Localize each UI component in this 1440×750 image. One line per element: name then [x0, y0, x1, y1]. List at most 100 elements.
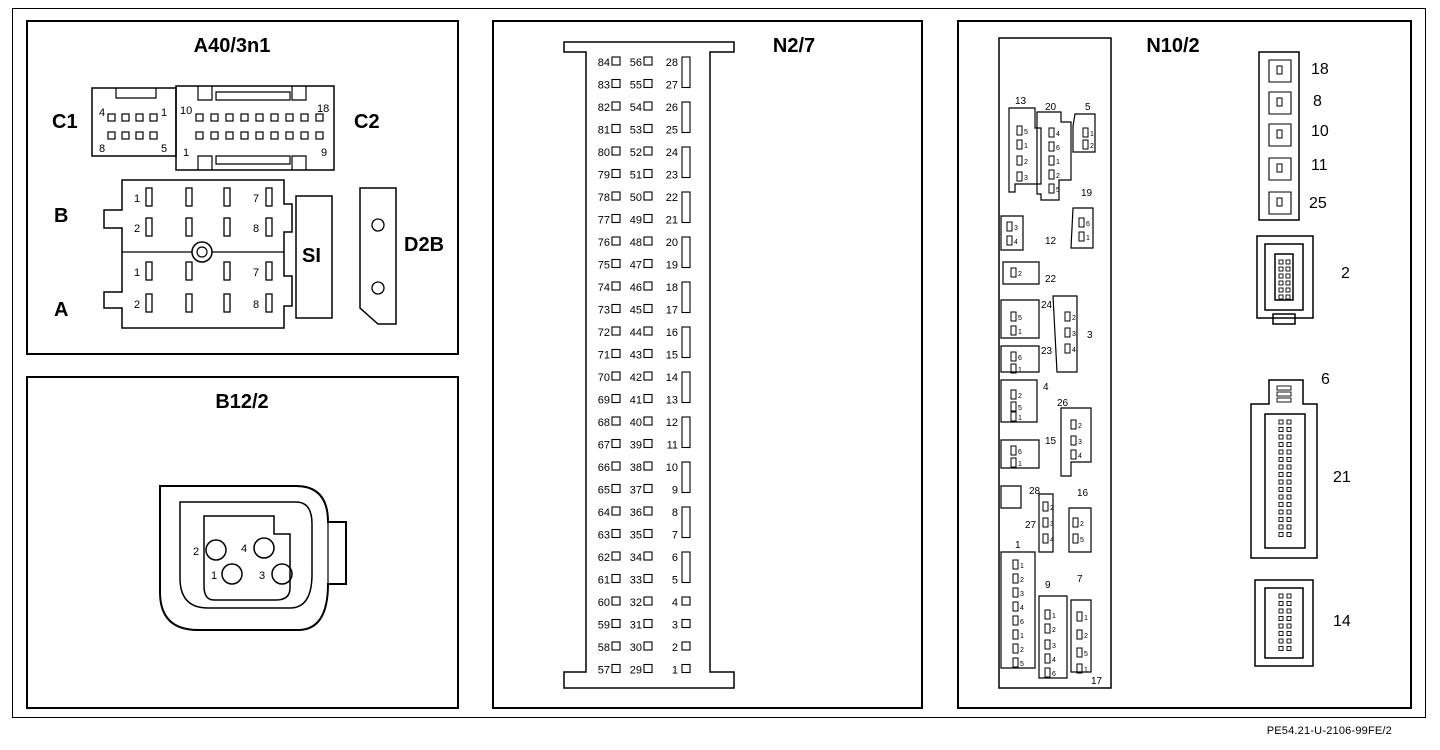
- n102-label-16: 16: [1077, 488, 1089, 499]
- n102-grid-hole: [1276, 397, 1292, 403]
- n102-pin-number: 2: [1090, 143, 1094, 150]
- n102-grid-hole: [1278, 601, 1284, 606]
- n27-pin-hole: [611, 236, 621, 246]
- n27-pin-hole: [611, 506, 621, 516]
- n102-pin-slot: [1010, 457, 1017, 468]
- n27-pin-label: 84: [598, 57, 610, 69]
- n102-grid-hole: [1285, 259, 1291, 265]
- n27-pin-label: 75: [598, 260, 610, 272]
- n27-pin-label: 11: [667, 440, 678, 452]
- n102-pin-slot: [1070, 435, 1077, 446]
- n102-pin-slot: [1064, 327, 1071, 338]
- n27-pin-label: 21: [666, 215, 678, 227]
- n27-pin-label: 55: [630, 80, 642, 92]
- n27-pin-hole: [643, 551, 653, 561]
- d2b-label: D2B: [404, 234, 444, 256]
- n102-pin-slot: [1010, 267, 1017, 278]
- c1-contact-hole: [107, 131, 116, 140]
- n102-pin-slot: [1012, 559, 1019, 570]
- n102-grid-hole: [1278, 472, 1284, 477]
- n102-pin-number: 1: [1052, 613, 1056, 620]
- n102-label-8: 8: [1313, 93, 1322, 110]
- n27-pin-label: 80: [598, 147, 610, 159]
- fuse-pin-8-bottom: 8: [253, 299, 259, 311]
- n102-pin-slot: [1010, 363, 1017, 374]
- n27-pin-hole: [681, 663, 691, 674]
- b12-pin-2-contact: [205, 539, 227, 561]
- n102-label-21: 21: [1333, 469, 1351, 486]
- n102-pin-slot: [1072, 533, 1079, 544]
- n102-stack-cell: [1268, 59, 1292, 83]
- n102-pin-slot: [1044, 639, 1051, 650]
- n102-pin-number: 4: [1014, 239, 1018, 246]
- n102-pin-slot: [1064, 343, 1071, 354]
- n102-pin-slot: [1048, 183, 1055, 194]
- n102-grid-hole: [1286, 464, 1292, 470]
- n102-pin-number: 2: [1018, 271, 1022, 278]
- n102-grid-hole: [1286, 524, 1292, 530]
- n102-pin-slot: [1082, 127, 1089, 138]
- n27-pin-hole: [643, 528, 653, 539]
- n102-pin-number: 2: [1018, 393, 1022, 400]
- n102-pin-number: 5: [1080, 537, 1084, 544]
- n102-grid-hole: [1278, 631, 1284, 636]
- c2-contact-hole: [270, 113, 279, 122]
- n27-pin-label: 15: [666, 350, 678, 362]
- n102-grid-hole: [1278, 479, 1284, 485]
- si-label: SI: [302, 245, 321, 267]
- n27-pin-hole: [611, 596, 621, 606]
- n102-pin-slot: [1048, 141, 1055, 152]
- n102-grid-hole: [1278, 442, 1284, 447]
- n27-pin-hole: [611, 371, 621, 381]
- n27-pin-label: 45: [630, 305, 642, 317]
- n27-pin-label: 37: [630, 485, 642, 497]
- n102-pin-slot: [1076, 647, 1083, 658]
- n27-pin-label: 54: [630, 102, 642, 114]
- n102-pin-number: 5: [1018, 315, 1022, 322]
- document-reference: PE54.21-U-2106-99FE/2: [1266, 725, 1392, 737]
- n27-pin-label: 52: [630, 147, 642, 159]
- n27-pin-hole: [611, 573, 621, 584]
- n102-grid-hole: [1286, 472, 1292, 477]
- si-module: [295, 195, 333, 319]
- n102-label-28: 28: [1029, 486, 1041, 497]
- n102-label-14: 14: [1333, 613, 1351, 630]
- n27-pin-hole: [643, 663, 653, 674]
- n27-pin-hole: [611, 551, 621, 561]
- n27-pin-label: 36: [630, 507, 642, 519]
- fuse-pin-1-top: 1: [134, 193, 140, 205]
- fuse-pin-7-top: 7: [253, 193, 259, 205]
- n102-grid-hole: [1276, 385, 1292, 391]
- n102-grid-hole: [1278, 517, 1284, 522]
- c1-pin-1: 1: [161, 107, 167, 119]
- n102-grid-hole: [1278, 494, 1284, 500]
- n102-grid-hole: [1285, 273, 1291, 279]
- b12-pin-3: 3: [259, 570, 265, 582]
- n102-pin-slot: [1012, 643, 1019, 654]
- n27-pin-hole: [681, 641, 691, 651]
- n102-pin-number: 2: [1052, 627, 1056, 634]
- n102-pin-slot: [1082, 139, 1089, 150]
- n27-pin-label: 12: [666, 417, 678, 429]
- n102-pin-slot: [1064, 311, 1071, 322]
- n102-grid-hole: [1286, 517, 1292, 522]
- n102-stack-pin: [1276, 163, 1283, 173]
- n102-grid-hole: [1286, 593, 1292, 599]
- n27-pin-hole: [611, 101, 621, 111]
- n102-grid-hole: [1286, 419, 1292, 425]
- n27-pin-slot: [681, 191, 691, 224]
- c2-contact-hole: [285, 131, 294, 140]
- n102-pin-slot: [1076, 611, 1083, 622]
- n102-pin-number: 6: [1086, 221, 1090, 228]
- n102-pin-number: 1: [1018, 461, 1022, 468]
- n27-pin-label: 61: [598, 575, 610, 587]
- n102-label-19: 19: [1081, 188, 1093, 199]
- n27-pin-label: 20: [666, 237, 678, 249]
- n27-pin-label: 51: [630, 170, 642, 182]
- n102-grid-hole: [1286, 631, 1292, 636]
- n102-pin-slot: [1042, 517, 1049, 528]
- n102-pin-number: 3: [1050, 521, 1054, 528]
- n27-pin-hole: [643, 483, 653, 494]
- n27-pin-label: 47: [630, 260, 642, 272]
